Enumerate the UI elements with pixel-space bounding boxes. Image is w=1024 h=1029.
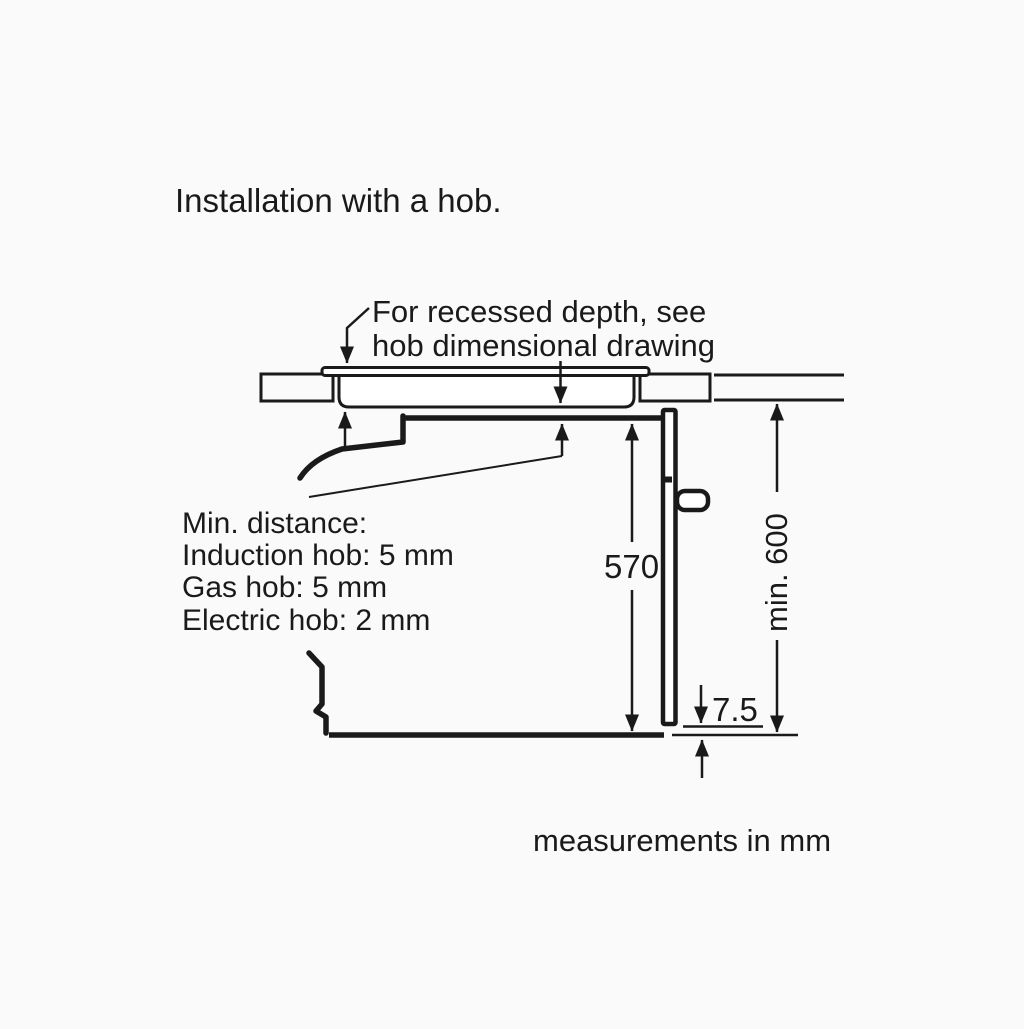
hob-body <box>337 372 636 409</box>
oven-bottom-break-line <box>306 650 329 736</box>
oven-door-seam <box>661 476 672 483</box>
min-distance-note-heading: Min. distance: <box>182 507 367 540</box>
hob-flange <box>320 366 651 377</box>
min-distance-leader-line <box>308 455 563 498</box>
footer-note: measurements in mm <box>533 823 831 858</box>
recessed-depth-leader-arrow <box>340 307 370 364</box>
dim-600-label: min. 600 <box>759 513 794 632</box>
min-distance-note-gas: Gas hob: 5 mm <box>182 571 387 604</box>
oven-door-handle <box>674 488 711 513</box>
worktop-section-right-hatch <box>638 372 712 403</box>
min-distance-note-induction: Induction hob: 5 mm <box>182 539 454 572</box>
recessed-depth-annotation-line-1: For recessed depth, see <box>372 294 706 329</box>
worktop-section-left-hatch <box>259 372 335 403</box>
dim-7-5-label: 7.5 <box>712 691 758 728</box>
oven-top-break-line <box>297 413 406 481</box>
dim-570-label: 570 <box>604 548 659 585</box>
oven-door-panel <box>660 407 678 727</box>
recessed-depth-annotation-line-2: hob dimensional drawing <box>372 328 715 363</box>
min-distance-note-electric: Electric hob: 2 mm <box>182 604 430 637</box>
page-title: Installation with a hob. <box>175 182 502 219</box>
